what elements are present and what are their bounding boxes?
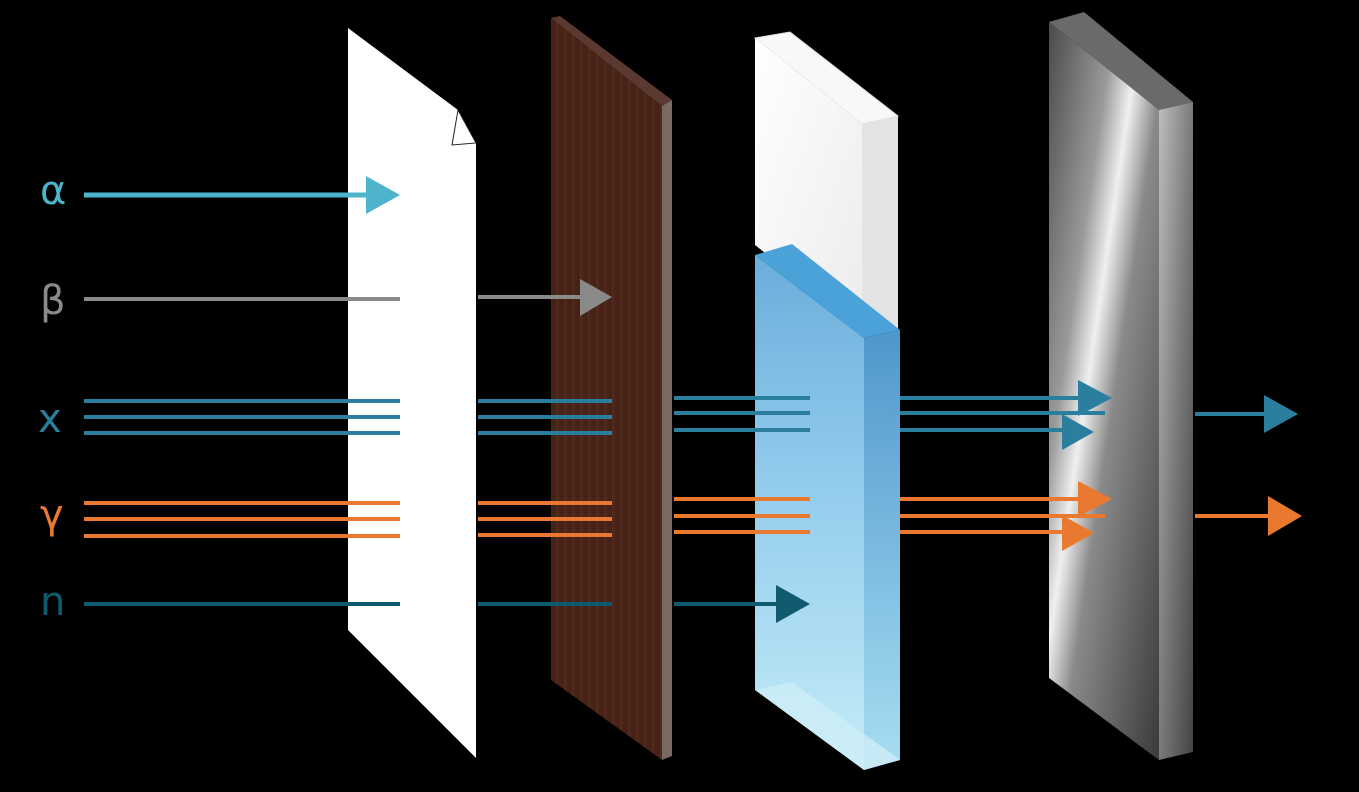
alpha-ray <box>84 176 400 214</box>
neutron-ray <box>84 585 810 623</box>
beta-ray <box>84 279 612 316</box>
xray-rays <box>84 396 1270 435</box>
barrier-paper <box>348 28 477 758</box>
neutron-label: n <box>40 579 65 625</box>
barrier-wood <box>551 16 672 760</box>
barrier-metal <box>1049 12 1193 760</box>
gamma-rays <box>84 497 1270 538</box>
water-surface <box>755 244 900 338</box>
beta-label: β <box>40 278 66 324</box>
alpha-label: α <box>40 168 66 214</box>
neutron-arrowhead <box>776 585 810 623</box>
paper-corner-curl <box>451 108 477 146</box>
gamma-label: γ <box>40 492 64 538</box>
xray-arrowheads <box>1062 380 1298 450</box>
alpha-arrowhead <box>366 176 400 214</box>
xray-label: x <box>38 396 62 442</box>
beta-arrowhead <box>580 279 612 316</box>
gamma-arrowheads <box>1062 481 1302 551</box>
barrier-water <box>753 31 900 770</box>
